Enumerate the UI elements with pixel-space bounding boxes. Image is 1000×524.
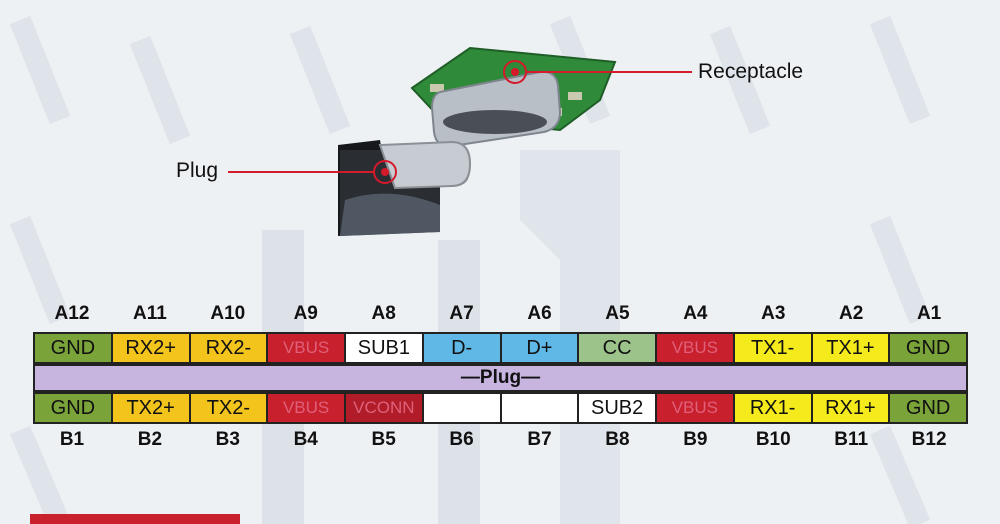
bottom-pin-row: GND TX2+ TX2- VBUS VCONN SUB2 VBUS RX1- … [33,392,968,424]
pin-label: A7 [449,303,474,324]
pin-cell: GND [890,394,966,422]
pin-cell: VCONN [346,394,424,422]
pin-cell: SUB1 [346,334,424,362]
pin-label: A8 [371,303,396,324]
pin-cell [501,394,580,422]
pin-cell: CC [579,334,657,362]
pcb-pad [568,92,582,100]
pin-cell: GND [35,394,113,422]
pin-cell: VBUS [268,394,346,422]
pin-cell: TX1- [734,334,813,362]
pin-label: A9 [293,303,318,324]
pin-label: A6 [527,303,552,324]
pin-cell: TX2+ [112,394,191,422]
pin-label: B6 [449,429,474,450]
pin-label: A12 [54,303,90,324]
pcb-pad [430,84,444,92]
pin-label: B1 [59,429,85,450]
pin-label: B5 [371,429,396,450]
pin-label: B4 [293,429,318,450]
pin-cell: SUB2 [579,394,657,422]
pin-cell: VBUS [657,334,735,362]
pin-cell: TX1+ [812,334,891,362]
pin-cell: TX2- [190,394,269,422]
receptacle-callout-label: Receptacle [698,60,804,83]
pin-label: A4 [683,303,708,324]
pin-cell [423,394,502,422]
top-pin-row: GND RX2+ RX2- VBUS SUB1 D- D+ CC VBUS TX… [33,332,968,364]
pin-cell: RX2- [190,334,269,362]
plug-sheen [340,193,440,236]
pin-cell: RX2+ [112,334,191,362]
plug-callout-label: Plug [176,159,219,182]
pin-label: B3 [215,429,240,450]
pin-label: A10 [210,303,246,324]
pin-label: B11 [834,429,869,450]
pin-label: B7 [527,429,552,450]
pin-label: B2 [137,429,163,450]
pin-label: B12 [911,429,947,450]
pin-label: A5 [605,303,630,324]
receptacle-opening [443,110,547,134]
plug-band: —Plug— [33,364,968,392]
pin-cell: D- [423,334,502,362]
pin-cell: RX1- [734,394,813,422]
plug-metal-tip [378,140,472,190]
pin-label: A3 [761,303,786,324]
pin-label: B9 [683,429,708,450]
pin-label: A11 [132,303,167,324]
pin-cell: GND [890,334,966,362]
pin-label: A1 [916,303,942,324]
pin-label: B10 [755,429,791,450]
pin-cell: VBUS [268,334,346,362]
pin-label: B8 [605,429,630,450]
pin-label: A2 [839,303,864,324]
top-pin-labels: A12 A11 A10 A9 A8 A7 A6 A5 A4 A3 A2 A1 [33,302,968,326]
pin-cell: GND [35,334,113,362]
pin-cell: VBUS [657,394,735,422]
pin-cell: RX1+ [812,394,891,422]
pin-cell: D+ [501,334,580,362]
bottom-pin-labels: B1 B2 B3 B4 B5 B6 B7 B8 B9 B10 B11 B12 [33,428,968,452]
